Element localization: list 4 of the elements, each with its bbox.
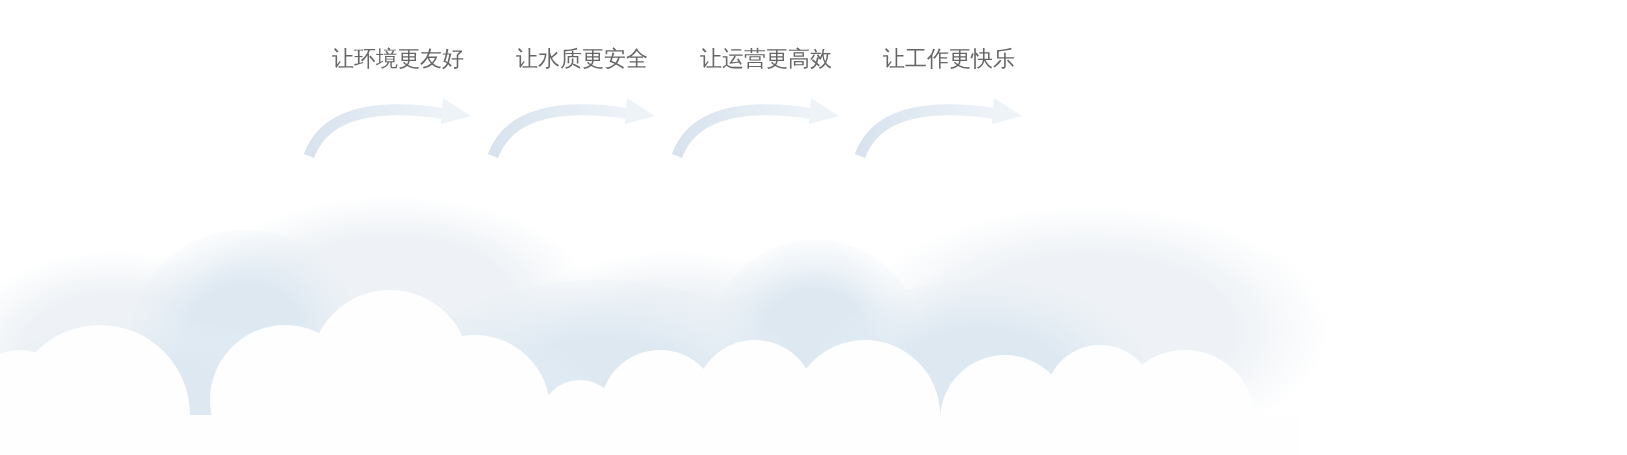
slogan-text: 让水质更安全 bbox=[516, 45, 648, 73]
slogan-text: 让运营更高效 bbox=[700, 45, 832, 73]
slogan-text: 让环境更友好 bbox=[332, 45, 464, 73]
slogan-text: 让工作更快乐 bbox=[883, 45, 1015, 73]
